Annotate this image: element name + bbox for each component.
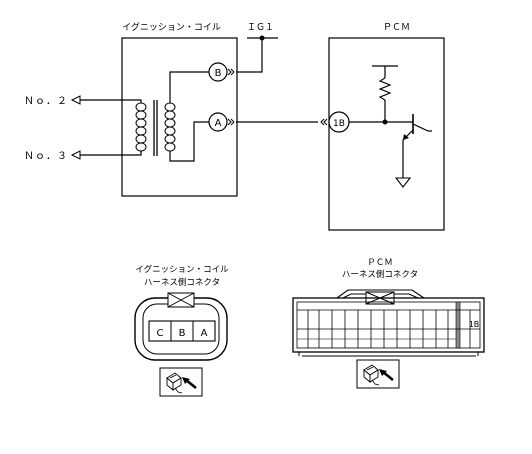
coil-pin-a: A <box>201 328 208 339</box>
terminal-b-label: B <box>215 68 222 79</box>
ignition-coil-box <box>121 37 238 197</box>
pullup-resistor <box>378 77 392 101</box>
ground-symbol <box>394 177 412 188</box>
no2-arrow <box>70 95 81 105</box>
coil-connector <box>134 292 228 361</box>
ig1-to-b-wire <box>236 38 263 73</box>
terminal-1b-chevrons <box>320 118 328 126</box>
transistor-collector <box>412 123 429 132</box>
secondary-to-b-wire <box>169 71 209 103</box>
pcm-pin-1b: 1B <box>469 320 480 329</box>
coil-pin-b: B <box>179 328 186 339</box>
no3-arrow <box>70 150 81 160</box>
terminal-a-label: A <box>215 118 222 129</box>
ignition-coil-label: イグニッション・コイル <box>122 21 221 33</box>
coil-connector-view-icon <box>159 367 203 397</box>
pcm-connector-title: ＰＣＭ <box>367 258 393 268</box>
pcm-connector <box>292 289 485 357</box>
no3-label: Ｎｏ．３ <box>24 151 68 162</box>
pcm-connector-view-icon <box>356 359 400 389</box>
terminal-1b-label: 1B <box>333 119 345 129</box>
emitter-arrow <box>403 134 409 140</box>
coil-connector-title: イグニッション・コイル <box>135 264 229 275</box>
terminal-b-chevrons <box>227 68 235 76</box>
ig1-label: ＩＧ１ <box>247 23 274 33</box>
coil-pin-c: C <box>157 328 164 339</box>
no2-lead <box>78 99 142 103</box>
pcm-connector-subtitle: ハーネス側コネクタ <box>342 269 418 280</box>
pcm-label: ＰＣＭ <box>383 23 410 33</box>
secondary-to-a-wire <box>169 121 209 162</box>
no3-lead <box>78 151 142 156</box>
no2-label: Ｎｏ．２ <box>24 96 68 107</box>
transformer <box>135 100 176 156</box>
terminal-a-chevrons <box>227 118 235 126</box>
pcm-box <box>328 37 445 231</box>
pcm-junction <box>382 119 388 125</box>
coil-connector-subtitle: ハーネス側コネクタ <box>144 277 220 288</box>
